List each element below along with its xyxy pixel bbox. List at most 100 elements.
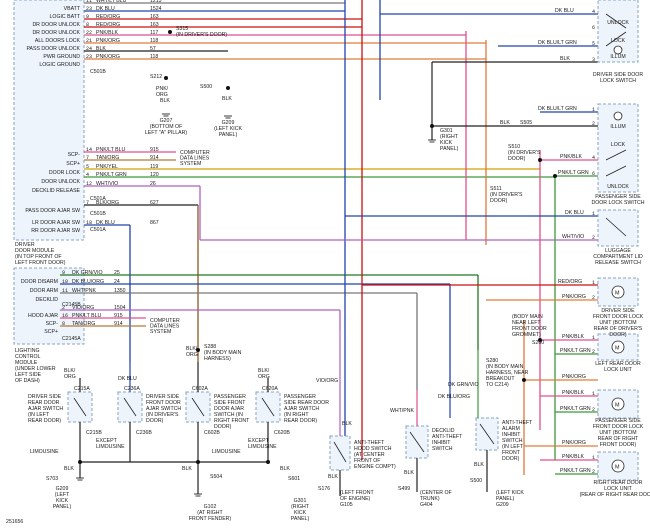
wire-label: PNK/ORG xyxy=(562,294,586,300)
wire-circuit: 915 xyxy=(114,313,123,319)
component-label: PASSENGER SIDE xyxy=(595,194,641,200)
component-label: UNIT (BOTTOM xyxy=(599,320,636,326)
splice-label: (IN DRIVER'S DOOR) xyxy=(176,32,227,38)
module-title-line: (UNDER LOWER xyxy=(15,366,56,372)
wire-color: PNK/ORG xyxy=(96,38,120,44)
module-pin-label: VBATT xyxy=(64,6,81,12)
wire-circuit: 914 xyxy=(114,321,123,327)
splice-label: HARNESS, NEAR xyxy=(486,370,529,376)
wire-label: BLK xyxy=(182,466,192,472)
splice-label: S511 xyxy=(490,186,502,192)
switch-label: DRIVER SIDE xyxy=(28,394,62,400)
ground-label: PANEL) xyxy=(291,516,310,522)
ground-label: PANEL) xyxy=(496,496,515,502)
switch-label: AJAR SWITCH xyxy=(28,406,63,412)
bottom-switch-symbols xyxy=(73,397,495,463)
wire-circuit: 57 xyxy=(150,46,156,52)
ground-label: KICK xyxy=(294,510,307,516)
switch-label: DOOR) xyxy=(146,418,164,424)
module-title-line: OF DASH) xyxy=(15,378,40,384)
wire-label: PNK/BLK xyxy=(562,390,584,396)
splice-label: S176 xyxy=(318,486,330,492)
connector-pin: 1 xyxy=(592,335,595,341)
switch-label: RIGHT FRONT xyxy=(214,418,250,424)
module-title-line: DOOR MODULE xyxy=(15,248,55,254)
component-label: LOCK UNIT xyxy=(604,367,633,373)
wire-circuit: 26 xyxy=(150,181,156,187)
wire-circuit: 118 xyxy=(150,38,158,44)
wire-color: PNK/BLK xyxy=(96,30,118,36)
connector-label: C2145B xyxy=(62,302,81,308)
wire-pin: 12 xyxy=(86,181,92,187)
wire-label: DK GRN/VIO xyxy=(448,382,479,388)
switch-label: REAR DOOR) xyxy=(28,418,61,424)
wire-label: LIMOUSINE xyxy=(30,449,59,455)
component-label: LUGGAGE xyxy=(605,248,631,254)
bottom-wires xyxy=(79,330,488,496)
switch-label: (IN RIGHT xyxy=(284,412,309,418)
switch-label: REAR DOOR) xyxy=(284,418,317,424)
component-label: DOOR) xyxy=(609,332,627,338)
ground-label: PANEL) xyxy=(440,146,459,152)
wire-label: ORG xyxy=(258,374,270,380)
wire-pin: 21 xyxy=(86,38,92,44)
switch-label: ANTI-THEFT xyxy=(432,434,463,440)
ground-label: G209 xyxy=(496,502,509,508)
switch-label: (IN LEFT xyxy=(28,412,50,418)
switch-label: SIDE FRONT xyxy=(214,400,246,406)
module-title-line: LEFT FRONT DOOR) xyxy=(15,260,66,266)
wire-label: PNK/BLK xyxy=(562,334,584,340)
wire-label: EXCEPT xyxy=(248,438,270,444)
connector-label: C236A xyxy=(124,386,140,392)
wire-label: PNK/LT GRN xyxy=(560,468,591,474)
wire-pin: 14 xyxy=(86,147,92,153)
connector-pin: 4 xyxy=(592,155,595,161)
splice-label: (IN DRIVER'S xyxy=(490,192,523,198)
wire-label: WHT/PNK xyxy=(390,408,414,414)
ground-label: (LEFT xyxy=(55,492,70,498)
module-pin-label: PASS DOOR UNLOCK xyxy=(26,46,80,52)
ground-label: G209 xyxy=(56,486,69,492)
module-pin-label: SCP+ xyxy=(66,161,80,167)
module-pin-label: LOGIC BATT xyxy=(50,14,81,20)
wire-circuit: 1504 xyxy=(114,305,126,311)
connector-pin: 6 xyxy=(592,25,595,31)
connector-label: C602A xyxy=(192,386,208,392)
wire-circuit: 867 xyxy=(150,220,159,226)
switch-label: SWITCH (IN xyxy=(214,412,243,418)
wire-label: RED/ORG xyxy=(558,279,582,285)
wire-color: BLK xyxy=(96,46,106,52)
component-label: RELEASE SWITCH xyxy=(595,260,641,266)
connector-pin: 2 xyxy=(592,295,595,301)
module-pin-label: SCP- xyxy=(68,152,81,158)
wire-label: BLK xyxy=(222,96,232,102)
wire-color: PNK/ORG xyxy=(96,54,120,60)
module-pin-label: RR DOOR AJAR SW xyxy=(31,228,80,234)
wire-label: BLK xyxy=(64,466,74,472)
bottom-switch-boxes xyxy=(67,391,499,471)
splice-label: S500 xyxy=(470,478,482,484)
component-label: FRONT DOOR LOCK xyxy=(593,424,644,430)
switch-label: FRONT xyxy=(502,450,521,456)
module-pin-label: SCP+ xyxy=(44,329,58,335)
module-title-line: LIGHTING xyxy=(15,348,40,354)
driver-door-module xyxy=(13,0,85,241)
connector-pin: 1 xyxy=(592,391,595,397)
splice-label: S499 xyxy=(398,486,410,492)
wire-pin: 9 xyxy=(62,270,65,276)
wire-label: BLK xyxy=(160,98,170,104)
ground-label: FRONT FENDER) xyxy=(189,516,232,522)
ground-label: G105 xyxy=(340,502,353,508)
wire-circuit: 914 xyxy=(150,155,159,161)
wire-label: LIMOUSINE xyxy=(212,449,241,455)
wire-label: PNK/LT GRN xyxy=(560,406,591,412)
wire-label: DK BLU xyxy=(555,8,574,14)
module-pin-label: DECKLID RELEASE xyxy=(32,188,80,194)
splice-label: TO C214) xyxy=(486,382,509,388)
splice-label: (IN BODY MAIN xyxy=(204,350,242,356)
splice-label: (IN DRIVER'S xyxy=(508,150,541,156)
splice-label: DOOR) xyxy=(490,198,508,204)
